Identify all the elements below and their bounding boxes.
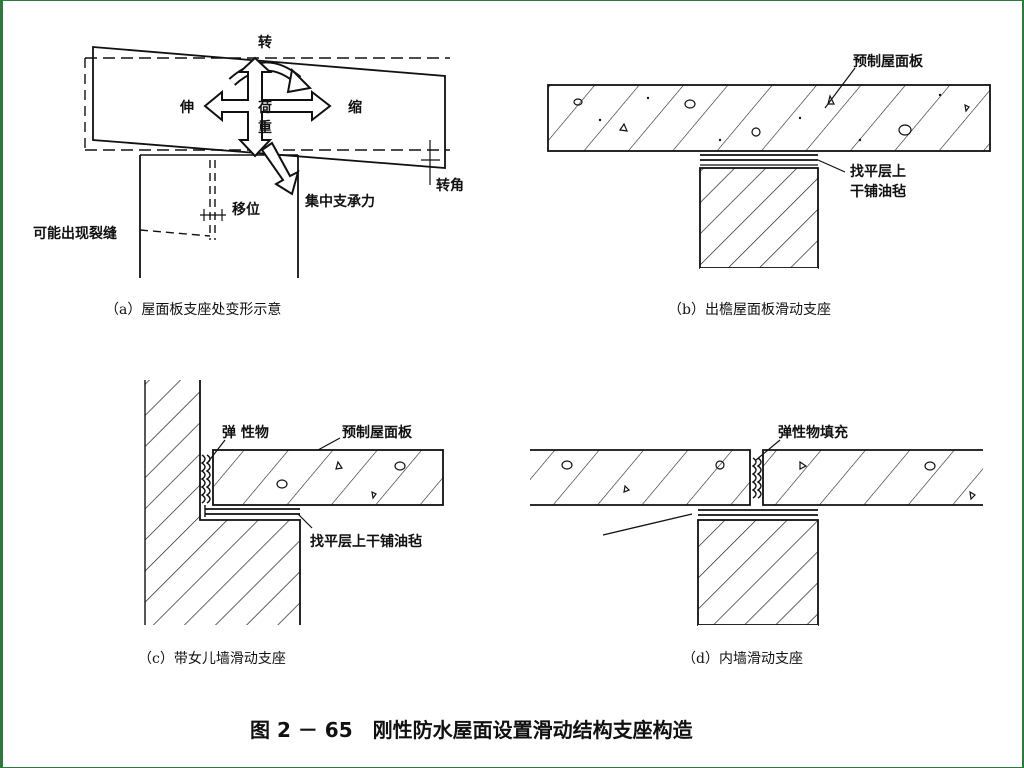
panel-b-diagram: 预制屋面板 找平层上 干铺油毡 （b）出檐屋面板滑动支座	[547, 53, 991, 318]
precast-slab-b	[547, 84, 991, 152]
caption-b: （b）出檐屋面板滑动支座	[668, 301, 831, 318]
panel-d-diagram: 弹性物填充 （d）内墙滑动支座	[530, 424, 983, 667]
label-load-bottom: 重	[258, 119, 272, 136]
parapet-wall	[199, 380, 301, 625]
label-leveling-c: 找平层上干铺油毡	[310, 533, 422, 550]
label-load-top: 荷	[257, 99, 272, 116]
caption-a: （a）屋面板支座处变形示意	[105, 301, 281, 318]
label-elastic-c: 弹 性物	[222, 424, 269, 441]
label-possible-crack: 可能出现裂缝	[33, 225, 117, 242]
label-precast-slab-b: 预制屋面板	[853, 53, 924, 70]
label-rotate: 转	[258, 34, 272, 51]
precast-slab-c	[212, 449, 444, 506]
wall-d	[697, 519, 819, 626]
label-elastic-fill-d: 弹性物填充	[778, 424, 848, 441]
deformed-slab	[92, 46, 446, 169]
elastic-filler-d	[751, 457, 757, 499]
label-precast-slab-c: 预制屋面板	[342, 424, 413, 441]
label-extend: 伸	[179, 99, 194, 116]
label-leveling-b-1: 找平层上	[850, 163, 906, 180]
label-shrink: 缩	[348, 99, 362, 116]
slab-right-d	[762, 449, 983, 506]
slab-left-d	[530, 449, 751, 506]
bearing-force-arrow	[260, 141, 300, 196]
panel-a-diagram: 转 伸 缩 荷 重 转角 移位 集中支承力 可能出现裂缝 （a）屋面板支座处变形…	[33, 34, 464, 318]
label-concentrated-bearing: 集中支承力	[304, 193, 375, 210]
panel-c-diagram: 弹 性物 预制屋面板 找平层上干铺油毡 （c）带女儿墙滑动支座	[138, 380, 444, 667]
label-displacement: 移位	[232, 201, 260, 218]
label-rotation-angle: 转角	[436, 177, 464, 194]
figure-title: 图 2 － 65 刚性防水屋面设置滑动结构支座构造	[250, 718, 694, 742]
caption-c: （c）带女儿墙滑动支座	[138, 650, 286, 667]
elastic-filler-c	[200, 454, 206, 504]
label-leveling-b-2: 干铺油毡	[850, 183, 906, 200]
wall-b	[699, 167, 819, 269]
load-cross-arrows	[203, 56, 332, 158]
crack-line	[139, 229, 211, 237]
caption-d: （d）内墙滑动支座	[682, 650, 803, 667]
